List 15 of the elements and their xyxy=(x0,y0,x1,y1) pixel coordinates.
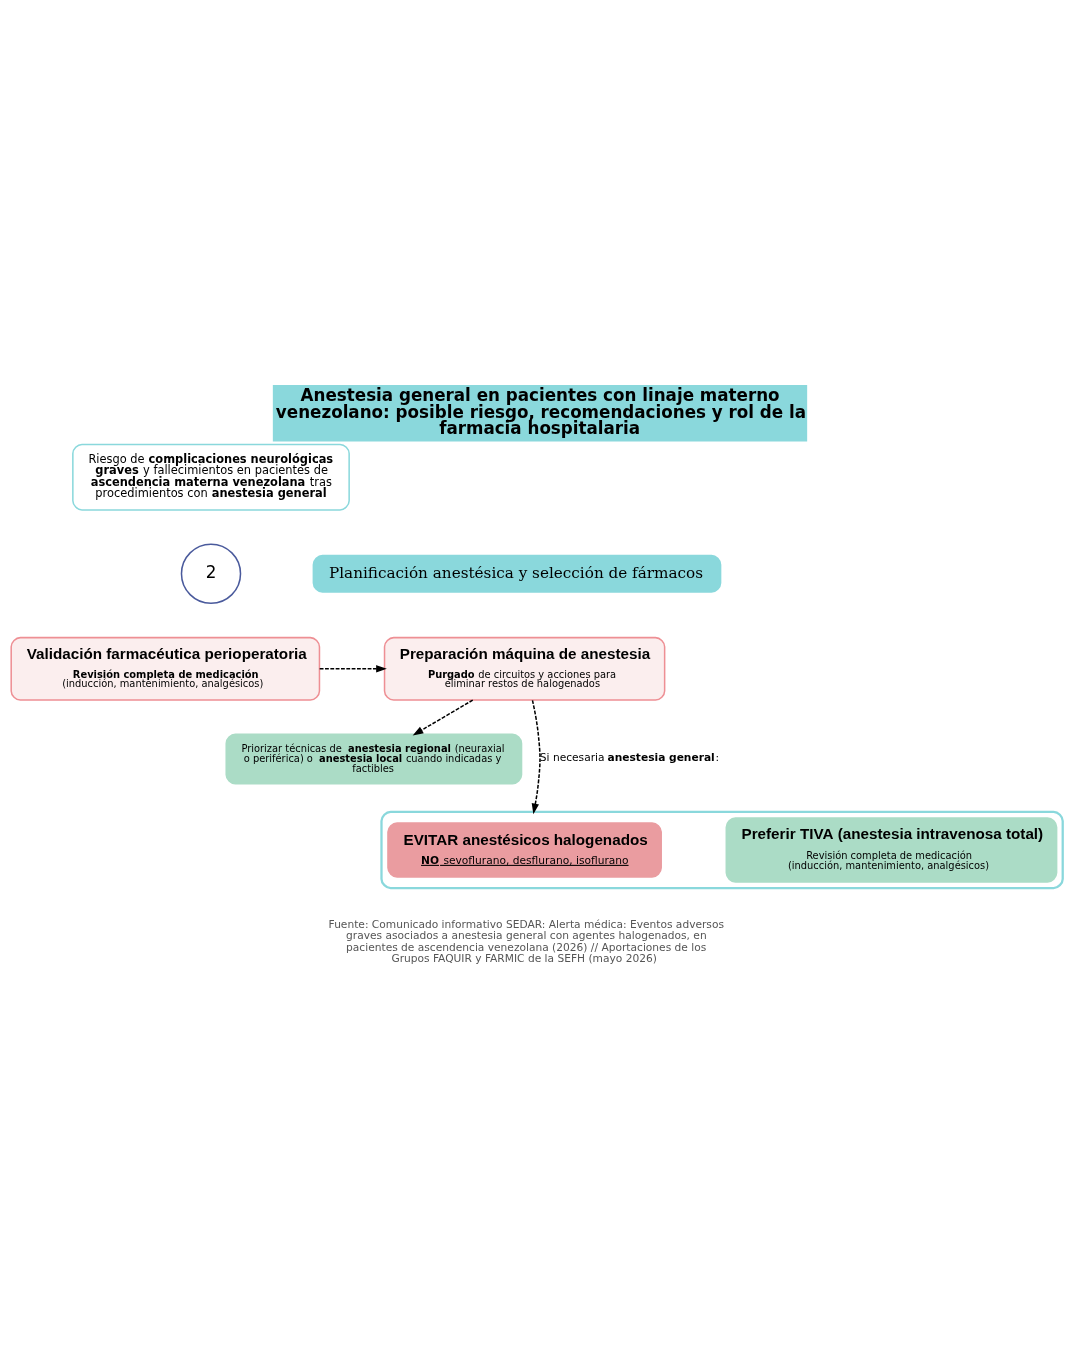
node-box: Validación farmacéutica perioperatoria Revisión completa de medicación (inducción, mantenimiento, analgésicos) xyxy=(10,636,321,701)
node-box: EVITAR anestésicos halogenados NO sevoflurano, desflurano, isoflurano xyxy=(387,822,662,878)
node-box: Riesgo de complicaciones neurológicas graves y fallecimientos en pacientes de ascendencia materna venezolana tras procedimientos con anestesia general xyxy=(72,443,350,511)
cluster xyxy=(380,810,1064,890)
caption: Fuente: Comunicado informativo SEDAR: Alerta médica: Eventos adversos graves asociados a anestesia general con agentes halogenados, en pacientes de ascendencia venezolana (2026) // Aportaciones de los Grupos FAQUIR y FARMIC de la SEFH (mayo 2026) xyxy=(328,917,724,966)
arrow xyxy=(318,665,387,673)
node-box: Preparación máquina de anestesia Purgado de circuitos y acciones para eliminar restos de halogenados xyxy=(383,636,666,701)
diagram-title: Anestesia general en pacientes con linaje materno venezolano: posible riesgo, recomendaciones y rol de la farmacia hospitalaria xyxy=(275,384,807,439)
node-box: Priorizar técnicas de anestesia regional (neuraxial o periférica) o anestesia local cuando indicadas y factibles xyxy=(225,733,523,785)
node-circle: 2 xyxy=(180,543,242,605)
edge-label: Si necesaria anestesia general: xyxy=(539,751,720,765)
arrow xyxy=(531,699,541,815)
node-box: Planificación anestésica y selección de fármacos xyxy=(312,554,722,593)
arrow xyxy=(412,699,474,736)
node-box: Preferir TIVA (anestesia intravenosa total) Revisión completa de medicación (inducción, mantenimiento, analgésicos) xyxy=(725,817,1058,883)
